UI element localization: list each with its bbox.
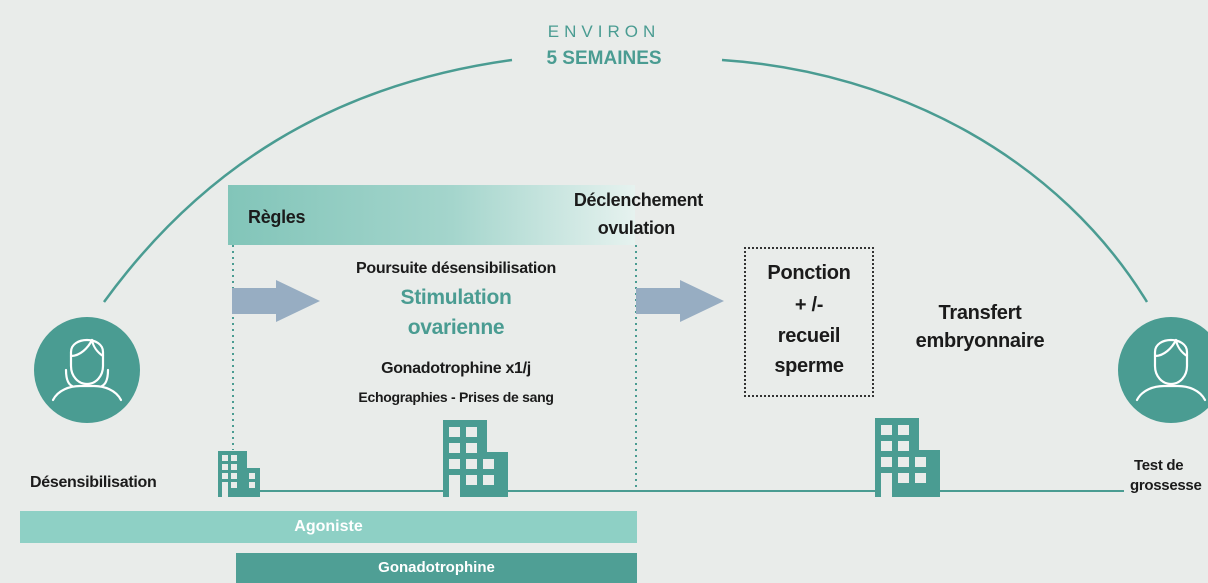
gonadotrophine-bar: Gonadotrophine	[236, 553, 637, 583]
test-label-1: Test de	[1134, 457, 1184, 474]
desensibilisation-label: Désensibilisation	[30, 474, 157, 491]
regles-label: Règles	[248, 207, 306, 227]
woman-avatar-icon	[34, 317, 140, 423]
header-environ: ENVIRON	[547, 22, 661, 41]
arrow-right-icon	[232, 280, 320, 322]
test-label-2: grossesse	[1130, 477, 1202, 494]
poursuite-label: Poursuite désensibilisation	[356, 260, 556, 277]
arrow-right-icon	[636, 280, 724, 322]
agoniste-bar: Agoniste	[20, 511, 637, 543]
ponction-box	[744, 247, 874, 397]
declenchement-label-2: ovulation	[597, 218, 676, 238]
stimulation-label-2: ovarienne	[407, 316, 505, 339]
header-duration: 5 SEMAINES	[546, 48, 662, 69]
transfert-label-1: Transfert	[938, 302, 1022, 324]
ponction-label-4: sperme	[774, 355, 844, 377]
ponction-label-3: recueil	[777, 325, 841, 347]
gonado-dose-label: Gonadotrophine x1/j	[381, 360, 531, 377]
building-icon	[218, 451, 260, 497]
duration-arc-left	[102, 58, 513, 303]
ponction-label-1: Ponction	[767, 262, 851, 284]
stimulation-label-1: Stimulation	[400, 286, 512, 309]
building-icon	[875, 418, 940, 497]
ponction-label-2: + /-	[794, 294, 824, 316]
building-icon	[443, 420, 508, 497]
duration-arc-right	[721, 58, 1149, 303]
declenchement-label-1: Déclenchement	[573, 190, 703, 210]
woman-avatar-icon	[1118, 317, 1208, 423]
regles-band	[228, 185, 635, 245]
transfert-label-2: embryonnaire	[915, 330, 1045, 352]
echographies-label: Echographies - Prises de sang	[358, 389, 554, 405]
